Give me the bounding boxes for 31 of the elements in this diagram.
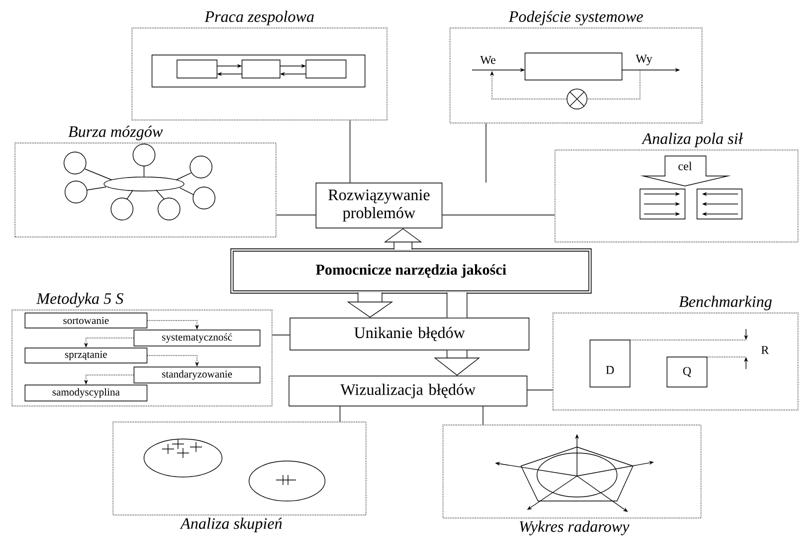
node-label: Praca zespolowa [204,10,314,26]
node-label: Podejście systemowe [508,10,643,26]
process-box: Unikanie błędów [290,318,530,350]
step-box: systematyczność [134,330,260,346]
connector-line [442,214,555,216]
node-label: Metodyka 5 S [36,292,124,308]
arrow-label: cel [677,160,693,172]
node-label: Wykres radarowy [520,520,630,536]
node-label: Benchmarking [678,296,772,310]
letter-label: D [604,365,616,375]
tool-panel: Praca zespolowa [132,10,388,120]
tool-panel: Wykres radarowy [442,424,702,536]
step-box: samodyscyplina [24,384,148,402]
process-box: Wizualizacja błędów [288,376,528,406]
main-box: Pomocnicze narzędzia jakości [230,248,592,294]
signal-label: Wy [634,54,654,66]
letter-label: R [760,345,770,355]
letter-label: Q [682,366,692,378]
connector-line [482,406,484,425]
signal-label: We [479,54,497,66]
connector-line [276,214,316,216]
node-label: Analiza skupień [180,518,282,532]
step-box: sprzątanie [24,348,148,364]
step-box: standaryzowanie [134,366,260,384]
node-label: Burza mózgów [68,126,163,140]
node-label: Analiza pola sił [641,132,744,148]
process-box: Rozwiązywanie problemów [316,182,442,228]
step-box: sortowanie [24,312,148,328]
tool-panel: Analiza skupień [112,422,366,532]
connector-line [272,334,290,336]
tool-panel: Burza mózgów [14,126,276,238]
